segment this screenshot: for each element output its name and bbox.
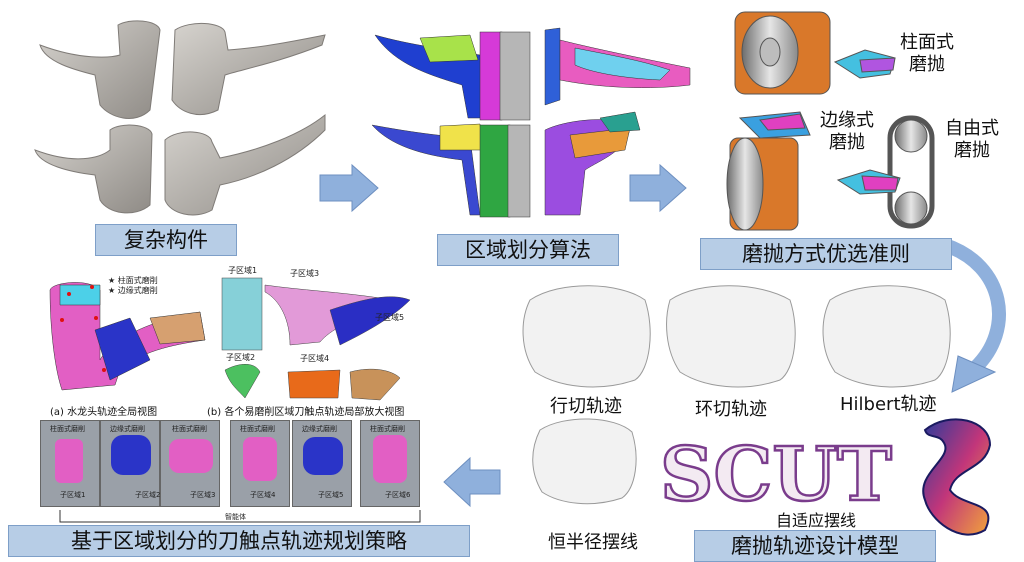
label-trajectory-model: 磨抛轨迹设计模型 — [694, 530, 936, 562]
part-models — [34, 20, 326, 216]
zone-label-4: 子区域4 — [300, 354, 330, 363]
traj-hilbert-label: Hilbert轨迹 — [840, 394, 937, 415]
mode-free: 自由式磨抛 — [945, 118, 999, 161]
strip-zone-4: 子区域4 — [250, 491, 276, 499]
strip-label-2: 边缘式磨削 — [110, 425, 145, 433]
strip-label-4: 柱面式磨削 — [240, 425, 275, 433]
strip-zone-5: 子区域5 — [318, 491, 344, 499]
strip-bottom-label: 智能体 — [225, 513, 246, 521]
caption-a: (a) 水龙头轨迹全局视图 — [50, 407, 158, 418]
scut-logo: SCUT — [659, 418, 992, 536]
strip-zone-1: 子区域1 — [60, 491, 86, 499]
region-models — [371, 27, 691, 218]
strip-panel-6 — [360, 420, 420, 507]
mode-cylinder: 柱面式磨抛 — [900, 32, 954, 75]
traj-line-label: 行切轨迹 — [550, 396, 622, 417]
legend-cylinder: ★ 柱面式磨削 — [108, 276, 158, 285]
flow-arrow-2 — [629, 163, 687, 213]
strip-label-6: 柱面式磨削 — [370, 425, 405, 433]
strip-zone-6: 子区域6 — [385, 491, 411, 499]
mode-edge: 边缘式磨抛 — [820, 110, 874, 153]
strip-label-1: 柱面式磨削 — [50, 425, 85, 433]
strip-zone-3: 子区域3 — [190, 491, 216, 499]
strip-panel-3 — [160, 420, 220, 507]
label-contact-strategy: 基于区域划分的刀触点轨迹规划策略 — [8, 525, 470, 557]
curved-arrow — [942, 238, 1006, 374]
strip-label-5: 边缘式磨削 — [302, 425, 337, 433]
traj-adaptive-label: 自适应摆线 — [776, 511, 857, 530]
zone-label-2: 子区域2 — [226, 353, 256, 362]
polish-tools — [726, 11, 935, 231]
label-polishing-criteria: 磨抛方式优选准则 — [700, 238, 952, 270]
flow-arrow-3 — [443, 456, 501, 508]
strip-label-3: 柱面式磨削 — [172, 425, 207, 433]
trajectory-patterns — [522, 285, 951, 505]
strip-bracket — [59, 510, 421, 523]
traj-trochoid-label: 恒半径摆线 — [548, 532, 638, 553]
caption-b: (b) 各个易磨削区域刀触点轨迹局部放大视图 — [207, 407, 405, 418]
strip-panel-2 — [100, 420, 160, 507]
zone-label-5: 子区域5 — [375, 313, 405, 322]
strip-zone-2: 子区域2 — [135, 491, 161, 499]
label-complex-part: 复杂构件 — [95, 224, 237, 256]
legend-edge: ★ 边缘式磨削 — [108, 286, 158, 295]
logo-text: SCUT — [660, 432, 892, 518]
strip-panel-5 — [292, 420, 352, 507]
traj-ring-label: 环切轨迹 — [695, 399, 767, 420]
faucet-global-view — [49, 282, 206, 391]
flow-arrow-1 — [319, 163, 379, 213]
strip-panel-1 — [40, 420, 100, 507]
strip-panel-4 — [230, 420, 290, 507]
zone-label-3: 子区域3 — [290, 269, 320, 278]
zone-views — [221, 277, 411, 401]
label-region-algorithm: 区域划分算法 — [437, 234, 619, 266]
zone-label-1: 子区域1 — [228, 266, 258, 275]
curved-arrow-head — [951, 355, 997, 393]
